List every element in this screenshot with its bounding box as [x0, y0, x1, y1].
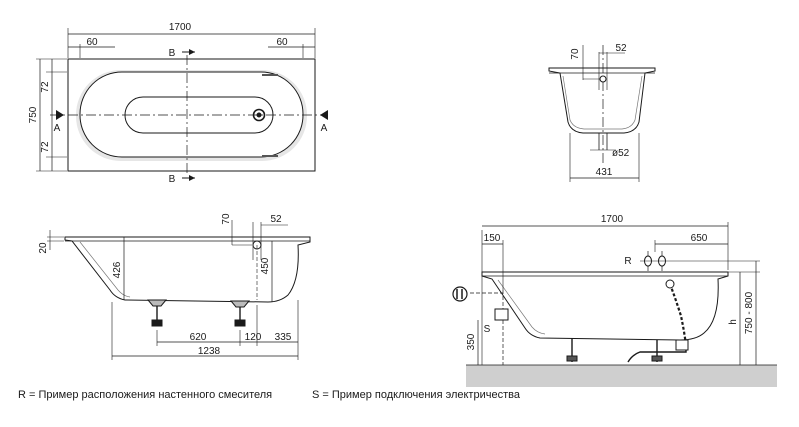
end-drain-offset-label: 70	[570, 48, 581, 60]
floor	[466, 365, 777, 387]
side-view-outline	[64, 236, 311, 303]
install-length-label: 1700	[601, 214, 624, 225]
side-view	[47, 220, 311, 360]
side-rim-height-label: 20	[38, 242, 49, 254]
end-base-width-label: 431	[596, 167, 613, 178]
install-r-label: R	[624, 256, 631, 267]
install-height-range-label: 750 - 800	[744, 291, 755, 334]
install-s-label: S	[484, 324, 491, 335]
install-left-offset-label: 150	[484, 233, 501, 244]
legend-s-note: S = Пример подключения электричества	[312, 389, 520, 401]
section-a-right: A	[321, 123, 328, 134]
foot-right	[229, 300, 251, 327]
section-b-top: B	[169, 48, 176, 59]
end-drain-diameter-label: ø52	[612, 148, 630, 159]
end-section-view	[548, 45, 656, 182]
section-a-left: A	[54, 123, 61, 134]
install-tub-outline	[481, 271, 729, 341]
install-mixer-offset-label: 650	[691, 233, 708, 244]
ground-symbol-icon	[452, 286, 468, 302]
top-rim-bottom-label: 72	[40, 141, 51, 153]
socket-s	[494, 308, 509, 321]
top-rim-left-label: 60	[86, 37, 98, 48]
end-drain-spacing-label: 52	[615, 43, 627, 54]
install-height-label: h	[728, 319, 739, 325]
side-drain-to-end-label: 335	[275, 332, 292, 343]
side-foot-offset-label: 120	[245, 332, 262, 343]
install-view	[452, 222, 777, 387]
side-feet-spacing-label: 620	[190, 332, 207, 343]
side-feet-span-label: 1238	[198, 346, 221, 357]
top-view	[36, 28, 328, 181]
install-socket-height-label: 350	[466, 333, 477, 350]
top-length-label: 1700	[169, 22, 192, 33]
legend-r-note: R = Пример расположения настенного смеси…	[18, 389, 273, 401]
top-rim-right-label: 60	[276, 37, 288, 48]
side-depth-label: 426	[112, 261, 123, 278]
top-rim-top-label: 72	[40, 81, 51, 93]
foot-left	[146, 299, 168, 327]
top-width-label: 750	[28, 106, 39, 123]
side-overflow-offset-label: 70	[221, 213, 232, 225]
end-section-outline	[548, 67, 656, 134]
section-b-bottom: B	[169, 174, 176, 185]
side-overflow-spacing-label: 52	[270, 214, 282, 225]
side-overflow-height-label: 450	[260, 257, 271, 274]
